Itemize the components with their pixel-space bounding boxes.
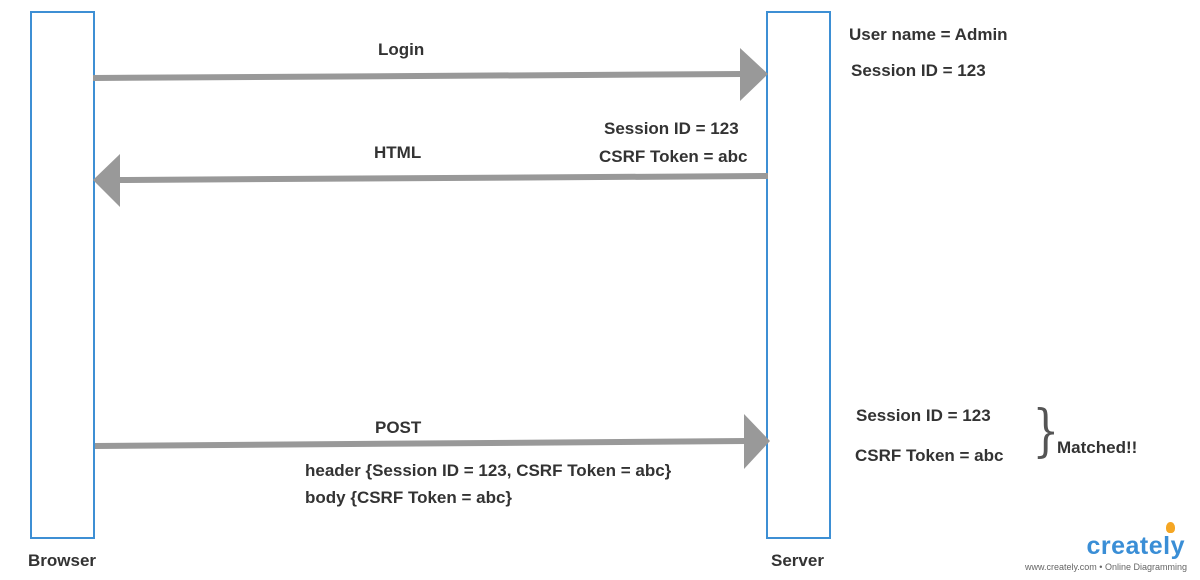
validation-result: Matched!! bbox=[1057, 438, 1138, 457]
post-arrow bbox=[94, 414, 770, 469]
post-header-payload: header {Session ID = 123, CSRF Token = a… bbox=[305, 461, 672, 480]
response-csrf-token: CSRF Token = abc bbox=[599, 147, 748, 166]
lightbulb-icon bbox=[1166, 522, 1175, 533]
logo-wordmark: creately bbox=[1086, 532, 1185, 560]
login-arrow bbox=[92, 48, 768, 101]
validation-session-id: Session ID = 123 bbox=[856, 406, 991, 425]
server-user-name: User name = Admin bbox=[849, 25, 1008, 44]
server-session-id: Session ID = 123 bbox=[851, 61, 986, 80]
right-brace-icon: } bbox=[1032, 399, 1060, 464]
html-label: HTML bbox=[374, 143, 422, 162]
login-label: Login bbox=[378, 40, 425, 59]
creately-logo: creately www.creately.com • Online Diagr… bbox=[1010, 520, 1195, 576]
logo-tagline: www.creately.com • Online Diagramming bbox=[1024, 562, 1187, 572]
server-label: Server bbox=[771, 551, 824, 570]
response-session-id: Session ID = 123 bbox=[604, 119, 739, 138]
server-lifeline bbox=[766, 11, 831, 539]
browser-lifeline bbox=[30, 11, 95, 539]
post-label: POST bbox=[375, 418, 422, 437]
validation-csrf-token: CSRF Token = abc bbox=[855, 446, 1004, 465]
html-response-arrow bbox=[93, 154, 769, 207]
browser-label: Browser bbox=[28, 551, 97, 570]
post-body-payload: body {CSRF Token = abc} bbox=[305, 488, 513, 507]
